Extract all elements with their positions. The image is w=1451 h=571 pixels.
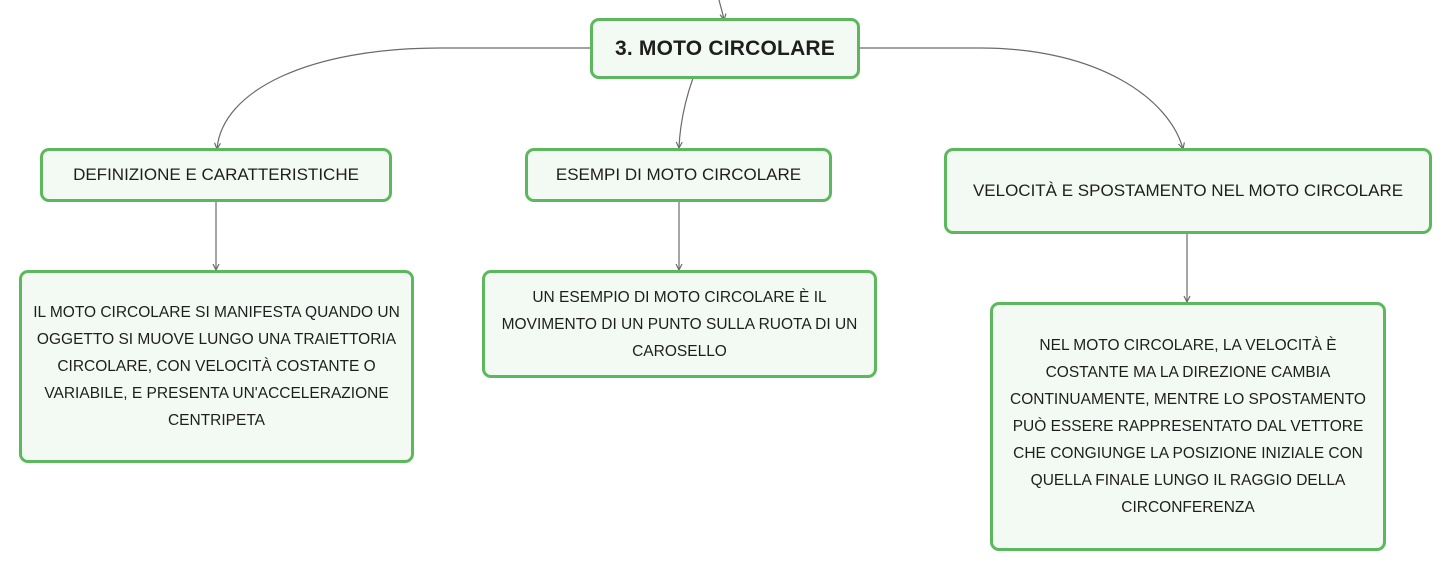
branch-title-velocita: VELOCITÀ E SPOSTAMENTO NEL MOTO CIRCOLAR…: [972, 181, 1404, 200]
branch-node-velocita[interactable]: VELOCITÀ E SPOSTAMENTO NEL MOTO CIRCOLAR…: [944, 148, 1432, 234]
detail-text-esempi: UN ESEMPIO DI MOTO CIRCOLARE È IL MOVIME…: [501, 288, 858, 360]
connector-root-to-esempi: [679, 77, 694, 148]
detail-text-velocita: NEL MOTO CIRCOLARE, LA VELOCITÀ È COSTAN…: [1010, 337, 1366, 516]
branch-title-definizione: DEFINIZIONE E CARATTERISTICHE: [73, 165, 359, 184]
connector-root-to-definizione: [217, 47, 592, 149]
detail-text-definizione: IL MOTO CIRCOLARE SI MANIFESTA QUANDO UN…: [33, 304, 400, 429]
detail-node-velocita[interactable]: NEL MOTO CIRCOLARE, LA VELOCITÀ È COSTAN…: [990, 302, 1386, 551]
root-title: 3. MOTO CIRCOLARE: [614, 36, 836, 60]
detail-node-esempi[interactable]: UN ESEMPIO DI MOTO CIRCOLARE È IL MOVIME…: [482, 270, 877, 378]
incoming-connector: [718, 0, 724, 20]
branch-node-definizione[interactable]: DEFINIZIONE E CARATTERISTICHE: [40, 148, 392, 202]
branch-node-esempi[interactable]: ESEMPI DI MOTO CIRCOLARE: [525, 148, 832, 202]
detail-node-definizione[interactable]: IL MOTO CIRCOLARE SI MANIFESTA QUANDO UN…: [19, 270, 414, 463]
root-node[interactable]: 3. MOTO CIRCOLARE: [590, 18, 860, 79]
branch-title-esempi: ESEMPI DI MOTO CIRCOLARE: [555, 165, 802, 184]
connector-root-to-velocita: [859, 47, 1183, 149]
